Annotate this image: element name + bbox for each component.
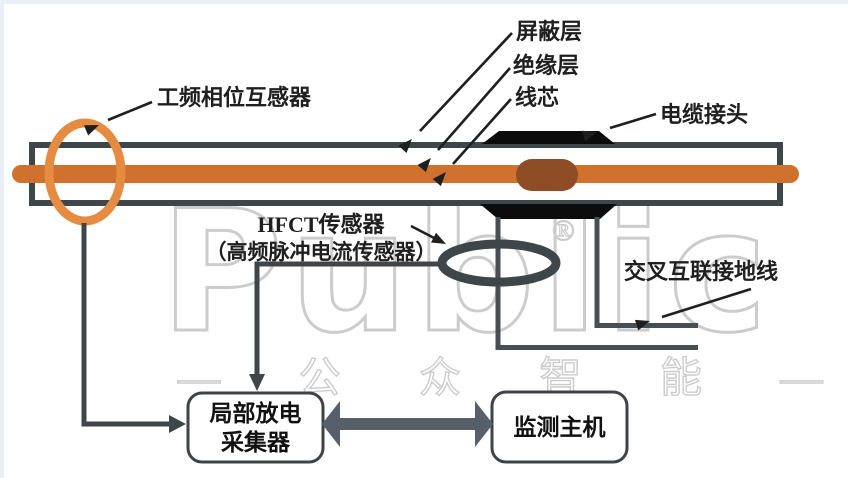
left-edge-strip: [0, 0, 4, 478]
phase-ct-arrowhead: [83, 125, 99, 136]
cable-joint: [480, 131, 617, 219]
pd-collector-label-line1: 局部放电: [210, 400, 302, 426]
joint-ferrule: [516, 159, 578, 191]
pd-collector-box: 局部放电 采集器: [186, 391, 325, 464]
cable-joint-callout: 电缆接头: [582, 102, 748, 142]
joint-upper-shell: [482, 131, 615, 144]
phase-ct-signal-line: [81, 223, 170, 427]
cable: [12, 142, 799, 206]
watermark-registered-icon: ®: [552, 214, 575, 247]
cable-joint-arrowhead: [582, 130, 597, 142]
hfct-label-line1: HFCT传感器: [257, 212, 385, 237]
shield-layer-arrowhead: [398, 139, 412, 153]
hfct-arrowhead: [431, 232, 446, 244]
joint-lower-shell: [480, 204, 617, 219]
phase-ct-ring: [44, 118, 126, 226]
phase-ct-signal-arrowhead: [169, 415, 186, 433]
shield-layer-callout: 屏蔽层: [398, 19, 582, 153]
phase-ct-label: 工频相位互感器: [157, 85, 312, 110]
hfct-callout: HFCT传感器 （高频脉冲电流传感器）: [206, 212, 446, 264]
cable-joint-label: 电缆接头: [660, 102, 748, 127]
insulation-layer-arrowhead: [417, 158, 431, 173]
pd-collector-rect: [186, 391, 325, 464]
cross-bond-arrowhead: [635, 319, 650, 331]
shield-layer-label: 屏蔽层: [516, 19, 582, 44]
monitor-host-label: 监测主机: [514, 415, 606, 440]
hfct-signal-line: [254, 261, 443, 378]
top-edge-strip: [0, 0, 848, 4]
core-arrowhead: [432, 172, 446, 187]
cable-core: [12, 165, 799, 183]
ground-wire-left: [495, 217, 698, 350]
monitor-host-rect: [490, 390, 629, 464]
pd-collector-label-line2: 采集器: [221, 429, 291, 455]
phase-ct-callout: 工频相位互感器: [83, 85, 312, 136]
core-callout: 线芯: [432, 85, 559, 187]
ground-wire-right: [594, 217, 698, 328]
cross-bond-callout: 交叉互联接地线: [624, 259, 778, 331]
insulation-layer-label: 绝缘层: [513, 53, 579, 78]
insulation-layer-callout: 绝缘层: [417, 53, 579, 173]
hfct-signal-arrowhead: [249, 374, 265, 391]
core-label: 线芯: [515, 85, 559, 110]
hfct-label-line2: （高频脉冲电流传感器）: [206, 240, 437, 264]
monitor-host-box: 监测主机: [490, 390, 629, 464]
collector-host-link-arrow: [322, 401, 493, 447]
cross-bond-label: 交叉互联接地线: [624, 259, 778, 284]
